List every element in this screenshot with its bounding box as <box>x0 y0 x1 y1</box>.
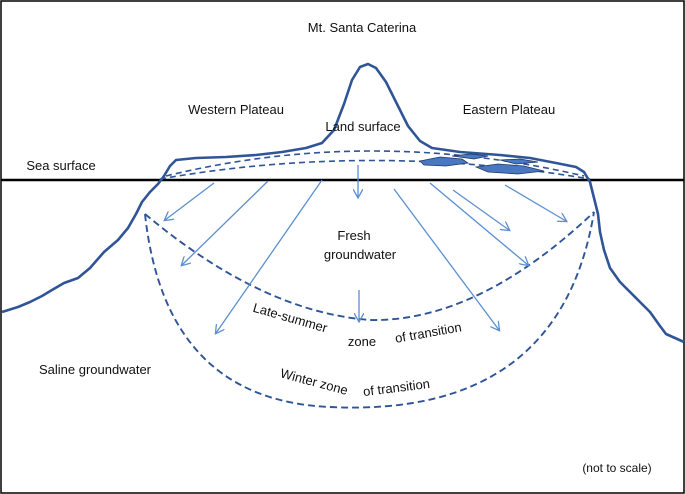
late-summer-label-3: of transition <box>394 319 463 345</box>
arrow-west-deep <box>216 179 323 333</box>
arrow-east <box>429 182 528 265</box>
late-summer-label-1: Late-summer <box>251 300 329 336</box>
mountain-label: Mt. Santa Caterina <box>308 20 417 35</box>
arrow-west <box>182 180 269 265</box>
island-outline <box>1 62 685 344</box>
fresh-groundwater-label-2: groundwater <box>324 247 397 262</box>
late-summer-zone-curve <box>144 211 595 321</box>
western-plateau-label: Western Plateau <box>188 102 284 117</box>
eastern-plateau-label: Eastern Plateau <box>463 102 556 117</box>
arrow-far-west <box>165 182 215 220</box>
lens-top-upper <box>165 150 585 177</box>
fresh-groundwater-label-1: Fresh <box>337 228 370 243</box>
late-summer-label-2: zone <box>348 334 376 349</box>
not-to-scale-label: (not to scale) <box>582 461 651 475</box>
flow-arrows <box>165 165 566 333</box>
eastern-ponds <box>419 153 545 175</box>
arrow-far-east <box>504 184 566 221</box>
winter-label-1: Winter zone <box>279 365 350 397</box>
winter-label-2: of transition <box>362 376 431 399</box>
arrow-east-deep <box>393 188 499 330</box>
winter-zone-curve <box>144 211 595 409</box>
sea-surface-label: Sea surface <box>26 158 95 173</box>
arrow-east-upper <box>452 189 509 230</box>
saline-groundwater-label: Saline groundwater <box>39 362 152 377</box>
land-surface-label: Land surface <box>325 119 400 134</box>
